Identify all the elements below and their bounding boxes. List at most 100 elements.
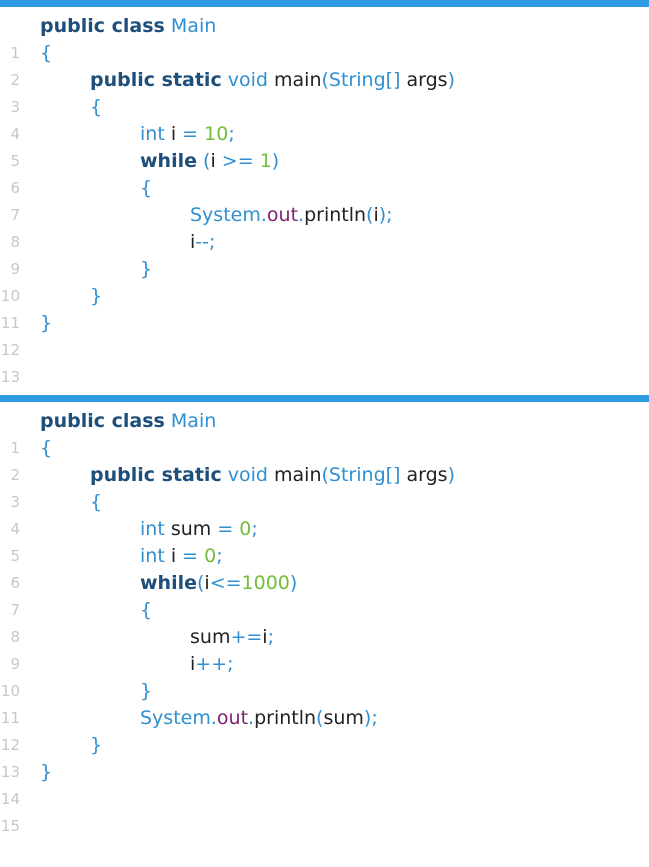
code-line: 9 i--; <box>0 229 649 278</box>
method-name: main <box>274 69 322 91</box>
paren: ); <box>378 204 393 226</box>
variable: i <box>210 150 216 172</box>
brace: { <box>90 491 103 513</box>
keyword: public class <box>40 410 165 432</box>
param-name: args <box>406 464 448 486</box>
code-editor-panel-2: 1 public class Main 2 { 3 public static … <box>0 395 649 835</box>
class-ref: System <box>140 707 211 729</box>
code-line: 1 public class Main <box>0 408 649 457</box>
code-lines[interactable]: 1 public class Main 2 { 3 public static … <box>0 7 649 413</box>
brace: } <box>40 312 53 334</box>
brace: } <box>140 258 153 280</box>
code-line: 3 public static void main(String[] args) <box>0 462 649 511</box>
brace: { <box>40 42 53 64</box>
line-number: 11 <box>0 709 20 727</box>
operator: --; <box>195 231 216 253</box>
line-number: 2 <box>10 466 20 484</box>
code-line: 2 { <box>0 40 649 89</box>
code-line: 15 <box>0 786 649 835</box>
line-number: 5 <box>10 547 20 565</box>
type: int <box>140 518 165 540</box>
dot: . <box>248 707 255 729</box>
line-number: 12 <box>0 736 20 754</box>
line-number: 6 <box>10 574 20 592</box>
variable: i <box>170 545 177 567</box>
line-number: 2 <box>10 71 20 89</box>
code-line: 5 int i = 10; <box>0 121 649 170</box>
line-number: 6 <box>10 179 20 197</box>
line-number: 4 <box>10 125 20 143</box>
code-line: 8 System.out.println(i); <box>0 202 649 251</box>
keyword: public static <box>90 464 222 486</box>
code-line: 12 } <box>0 310 649 359</box>
paren: ( <box>366 204 374 226</box>
dot: . <box>210 707 217 729</box>
paren: ) <box>447 464 456 486</box>
code-line: 1 public class Main <box>0 13 649 62</box>
variable: i <box>190 653 196 675</box>
code-line: 10 } <box>0 256 649 305</box>
dot: . <box>260 204 267 226</box>
variable: sum <box>190 626 231 648</box>
paren: ( <box>203 150 211 172</box>
code-line: 14 <box>0 364 649 413</box>
brace: { <box>140 599 153 621</box>
paren: ( <box>197 572 205 594</box>
param-name: args <box>406 69 448 91</box>
code-line: 7 while(i<=1000) <box>0 570 649 619</box>
paren: ) <box>271 150 280 172</box>
method-call: println <box>254 707 317 729</box>
number: 10 <box>204 123 229 145</box>
semicolon: ; <box>216 545 223 567</box>
line-number: 12 <box>0 341 20 359</box>
variable: i <box>373 204 379 226</box>
line-number: 10 <box>0 287 20 305</box>
paren: ) <box>447 69 456 91</box>
editor-accent-bar <box>0 395 649 402</box>
line-number: 8 <box>10 628 20 646</box>
number: 0 <box>204 545 217 567</box>
line-number: 9 <box>10 260 20 278</box>
paren: ); <box>363 707 378 729</box>
code-line: 2 { <box>0 435 649 484</box>
brace: } <box>140 680 153 702</box>
operator: >= <box>221 150 254 172</box>
paren: ( <box>316 707 324 729</box>
line-number: 13 <box>0 368 20 386</box>
method-name: main <box>274 464 322 486</box>
keyword: public static <box>90 69 222 91</box>
number: 1000 <box>241 572 290 594</box>
variable: sum <box>170 518 212 540</box>
code-line: 9 sum+=i; <box>0 624 649 673</box>
line-number: 3 <box>10 493 20 511</box>
keyword: while <box>140 150 197 172</box>
class-name: Main <box>170 410 217 432</box>
code-line: 13 <box>0 337 649 386</box>
brace: { <box>140 177 153 199</box>
code-line: 13 } <box>0 732 649 781</box>
dot: . <box>298 204 305 226</box>
line-number: 1 <box>10 439 20 457</box>
line-number: 1 <box>10 44 20 62</box>
type: void <box>227 464 268 486</box>
semicolon: ; <box>251 518 258 540</box>
line-number: 13 <box>0 763 20 781</box>
code-lines[interactable]: 1 public class Main 2 { 3 public static … <box>0 402 649 835</box>
line-number: 7 <box>10 601 20 619</box>
code-line: 8 { <box>0 597 649 646</box>
brace: { <box>90 96 103 118</box>
line-number: 10 <box>0 682 20 700</box>
line-number: 9 <box>10 655 20 673</box>
param-type: String[] <box>328 69 401 91</box>
code-line: 7 { <box>0 175 649 224</box>
variable: i <box>190 231 196 253</box>
line-number: 3 <box>10 98 20 116</box>
code-line: 14 } <box>0 759 649 808</box>
line-number: 11 <box>0 314 20 332</box>
type: int <box>140 123 165 145</box>
operator: ++; <box>195 653 234 675</box>
code-line: 6 int i = 0; <box>0 543 649 592</box>
param-type: String[] <box>328 464 401 486</box>
line-number: 15 <box>0 817 20 835</box>
code-line: 4 { <box>0 94 649 143</box>
